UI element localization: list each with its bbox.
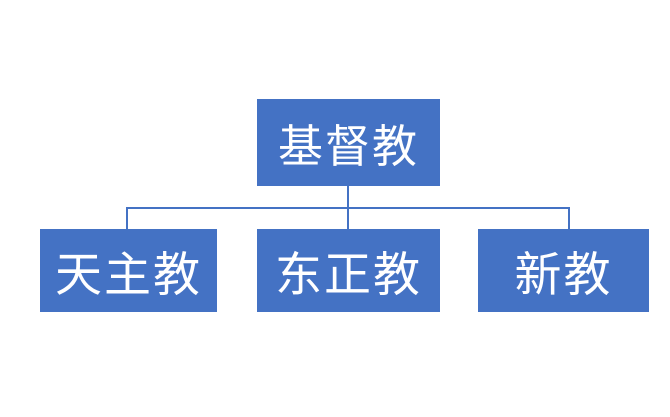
connector-drop-orthodoxy <box>347 207 349 229</box>
node-christianity: 基督教 <box>257 99 440 186</box>
node-eastern-orthodoxy: 东正教 <box>257 229 440 312</box>
node-protestantism-label: 新教 <box>514 248 613 301</box>
node-catholicism-label: 天主教 <box>55 248 202 301</box>
node-catholicism: 天主教 <box>40 229 217 312</box>
connector-drop-catholicism <box>126 207 128 229</box>
connector-drop-protestant <box>568 207 570 229</box>
node-eastern-orthodoxy-label: 东正教 <box>275 248 422 301</box>
node-christianity-label: 基督教 <box>277 121 419 172</box>
connector-root-stem <box>347 186 349 207</box>
node-protestantism: 新教 <box>478 229 649 312</box>
